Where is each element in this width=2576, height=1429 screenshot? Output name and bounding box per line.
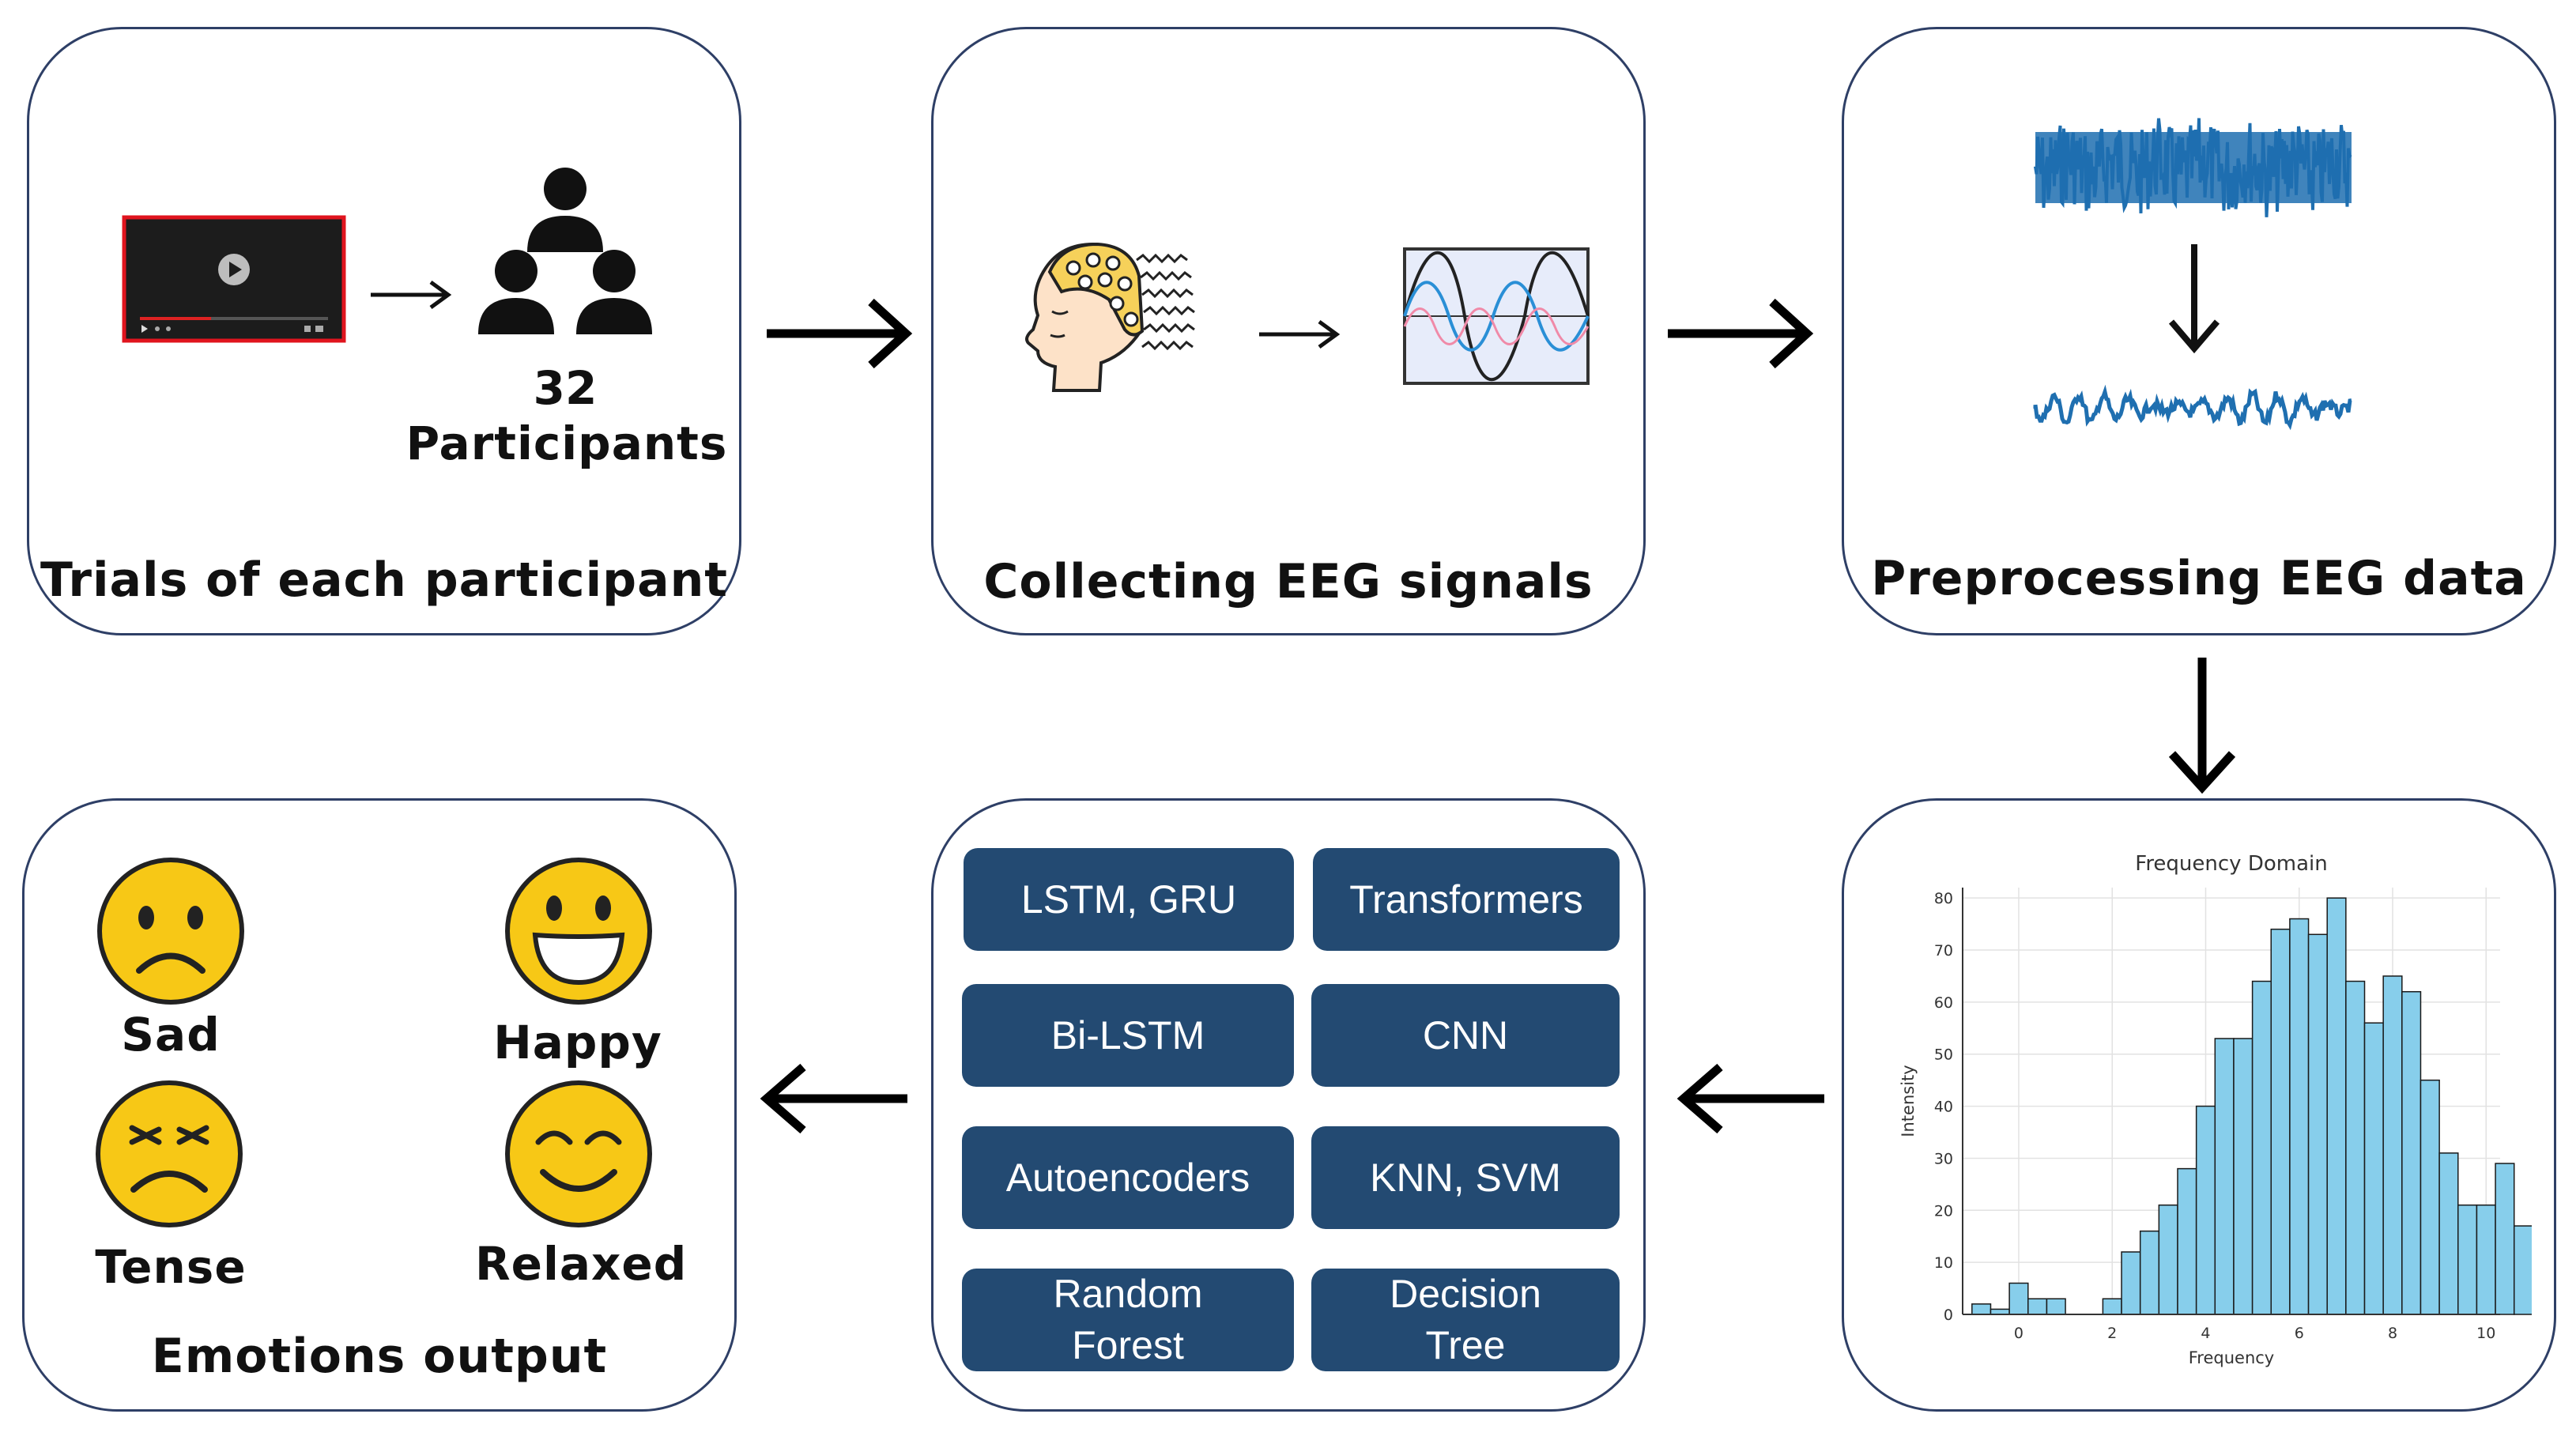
model-transformers: Transformers (1313, 848, 1620, 951)
emotion-label-tense: Tense (95, 1240, 247, 1294)
histogram-bar (2195, 1105, 2216, 1315)
panel-title-trials: Trials of each participant (40, 552, 728, 608)
histogram-bar (2233, 1038, 2254, 1315)
frequency-histogram: Frequency Domain 0 10 20 30 40 50 60 70 80 0 2 4 6 8 10… (1899, 852, 2532, 1367)
histogram-bar (2307, 933, 2328, 1315)
histogram-bar (2139, 1230, 2160, 1315)
emotion-label-relaxed: Relaxed (475, 1237, 688, 1291)
histogram-bar (2401, 990, 2422, 1315)
y-tick-label: 20 (1934, 1202, 1953, 1220)
relaxed-face-icon (505, 1080, 652, 1227)
histogram-bar (2158, 1204, 2178, 1315)
y-tick-label: 30 (1934, 1150, 1953, 1167)
chart-title: Frequency Domain (2135, 852, 2327, 876)
panel-title-preprocess: Preprocessing EEG data (1871, 551, 2527, 606)
histogram-bar (2326, 897, 2347, 1315)
y-tick-label: 50 (1934, 1046, 1953, 1064)
histogram-bar (2363, 1022, 2384, 1315)
participants-icon (478, 168, 652, 334)
histogram-bar (2270, 928, 2291, 1315)
trials-panel: 32 Participants Trials of each participa… (27, 27, 741, 635)
participant-count: 32 (533, 361, 598, 415)
model-cnn: CNN (1311, 984, 1620, 1087)
happy-face-icon (505, 858, 652, 1005)
y-tick-label: 70 (1934, 942, 1953, 960)
histogram-bar (1971, 1303, 1992, 1315)
histogram-bar (2251, 980, 2272, 1315)
small-arrow-icon (371, 280, 452, 310)
y-tick-label: 10 (1934, 1254, 1953, 1272)
histogram-bar (2102, 1298, 2122, 1315)
y-tick-label: 80 (1934, 890, 1953, 907)
flow-arrow-left-1 (1676, 1063, 1824, 1134)
panel-title-emotions: Emotions output (151, 1329, 608, 1384)
histogram-bar (2438, 1152, 2459, 1315)
model-decision-tree: Decision Tree (1311, 1269, 1620, 1371)
x-tick-label: 2 (2107, 1325, 2117, 1342)
flow-arrow-right-1 (767, 298, 913, 369)
tense-face-icon (96, 1080, 243, 1227)
y-tick-label: 60 (1934, 994, 1953, 1012)
panel-title-collect: Collecting EEG signals (983, 554, 1593, 609)
x-tick-label: 10 (2476, 1325, 2495, 1342)
flow-arrow-left-2 (760, 1063, 907, 1134)
histogram-bar (2046, 1298, 2066, 1315)
frequency-chart-panel: Frequency Domain 0 10 20 30 40 50 60 70 80 0 2 4 6 8 10… (1842, 798, 2556, 1412)
x-axis-label: Frequency (2189, 1348, 2275, 1367)
model-bi-lstm: Bi-LSTM (962, 984, 1294, 1087)
histogram-bar (2289, 918, 2310, 1315)
small-arrow-icon-2 (1259, 319, 1341, 349)
model-knn-svm: KNN, SVM (1311, 1126, 1620, 1229)
clean-eeg-signal-icon (2033, 384, 2352, 431)
sine-wave-icon (1403, 247, 1590, 385)
y-tick-label: 40 (1934, 1099, 1953, 1116)
model-lstm-gru: LSTM, GRU (964, 848, 1294, 951)
eeg-head-icon (1025, 242, 1195, 392)
collect-panel: Collecting EEG signals (931, 27, 1646, 635)
histogram-bar (2027, 1298, 2048, 1315)
y-tick-label: 0 (1944, 1306, 1953, 1324)
sad-face-icon (97, 858, 244, 1005)
histogram-bar (2345, 980, 2366, 1315)
histogram-bar (2457, 1204, 2478, 1315)
x-tick-label: 6 (2295, 1325, 2304, 1342)
x-tick-label: 8 (2388, 1325, 2397, 1342)
model-autoencoders: Autoencoders (962, 1126, 1294, 1229)
flow-arrow-down (2168, 658, 2236, 794)
histogram-bar (2382, 975, 2403, 1315)
histogram-bar (2513, 1225, 2532, 1315)
histogram-bar (2121, 1251, 2141, 1315)
y-axis-label: Intensity (1899, 1065, 1918, 1137)
preprocess-panel: Preprocessing EEG data (1842, 27, 2556, 635)
histogram-bar (2495, 1163, 2515, 1315)
emotions-panel: Sad Happy Tense Relaxed Emotions output (22, 798, 737, 1412)
down-arrow-icon (2168, 244, 2220, 354)
x-tick-label: 0 (2014, 1325, 2023, 1342)
model-random-forest: Random Forest (962, 1269, 1294, 1371)
histogram-bar (2177, 1167, 2197, 1315)
models-panel: LSTM, GRU Transformers Bi-LSTM CNN Autoe… (931, 798, 1646, 1412)
histogram-bar (2008, 1282, 2029, 1315)
histogram-bar (2214, 1038, 2235, 1315)
histogram-bar (2476, 1204, 2496, 1315)
raw-eeg-signal-icon (2034, 118, 2352, 217)
flow-arrow-right-2 (1668, 298, 1814, 369)
x-tick-label: 4 (2201, 1325, 2210, 1342)
histogram-bar (2419, 1079, 2440, 1315)
participant-label: Participants (405, 417, 728, 470)
video-player-icon (122, 215, 346, 343)
emotion-label-sad: Sad (121, 1008, 221, 1061)
emotion-label-happy: Happy (493, 1016, 662, 1069)
